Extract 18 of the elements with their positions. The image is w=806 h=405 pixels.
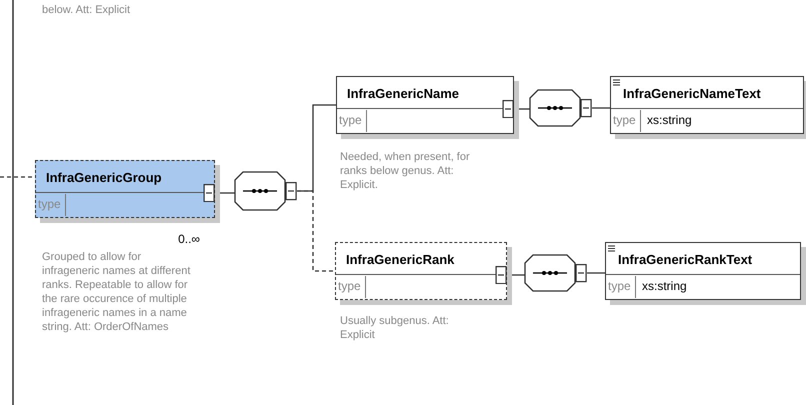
connector-line (587, 272, 605, 274)
annotation-text: below. Att: Explicit (42, 3, 130, 17)
type-label: type (336, 276, 366, 298)
type-value: xs:string (642, 279, 687, 293)
type-label: type (606, 276, 636, 298)
connector-line (592, 107, 610, 109)
annotation-text: Grouped to allow for infrageneric names at different ranks. Repeatable to allow for the rare occurence of multiple infrageneric names in a name string. Att: OrderOfNames (42, 250, 192, 334)
type-value: xs:string (647, 113, 692, 127)
type-label: type (611, 110, 641, 132)
annotation-text: Usually subgenus. Att: Explicit (340, 314, 450, 342)
annotation-text: Needed, when present, for ranks below genus. Att: Explicit. (340, 150, 471, 192)
connector-line (297, 190, 335, 272)
element-name: InfraGenericRankText (606, 243, 800, 275)
type-label: type (36, 194, 66, 216)
connector-line (0, 176, 35, 178)
type-label: type (337, 110, 367, 132)
cardinality-label: 0..∞ (177, 232, 200, 246)
element-name: InfraGenericNameText (611, 77, 803, 109)
